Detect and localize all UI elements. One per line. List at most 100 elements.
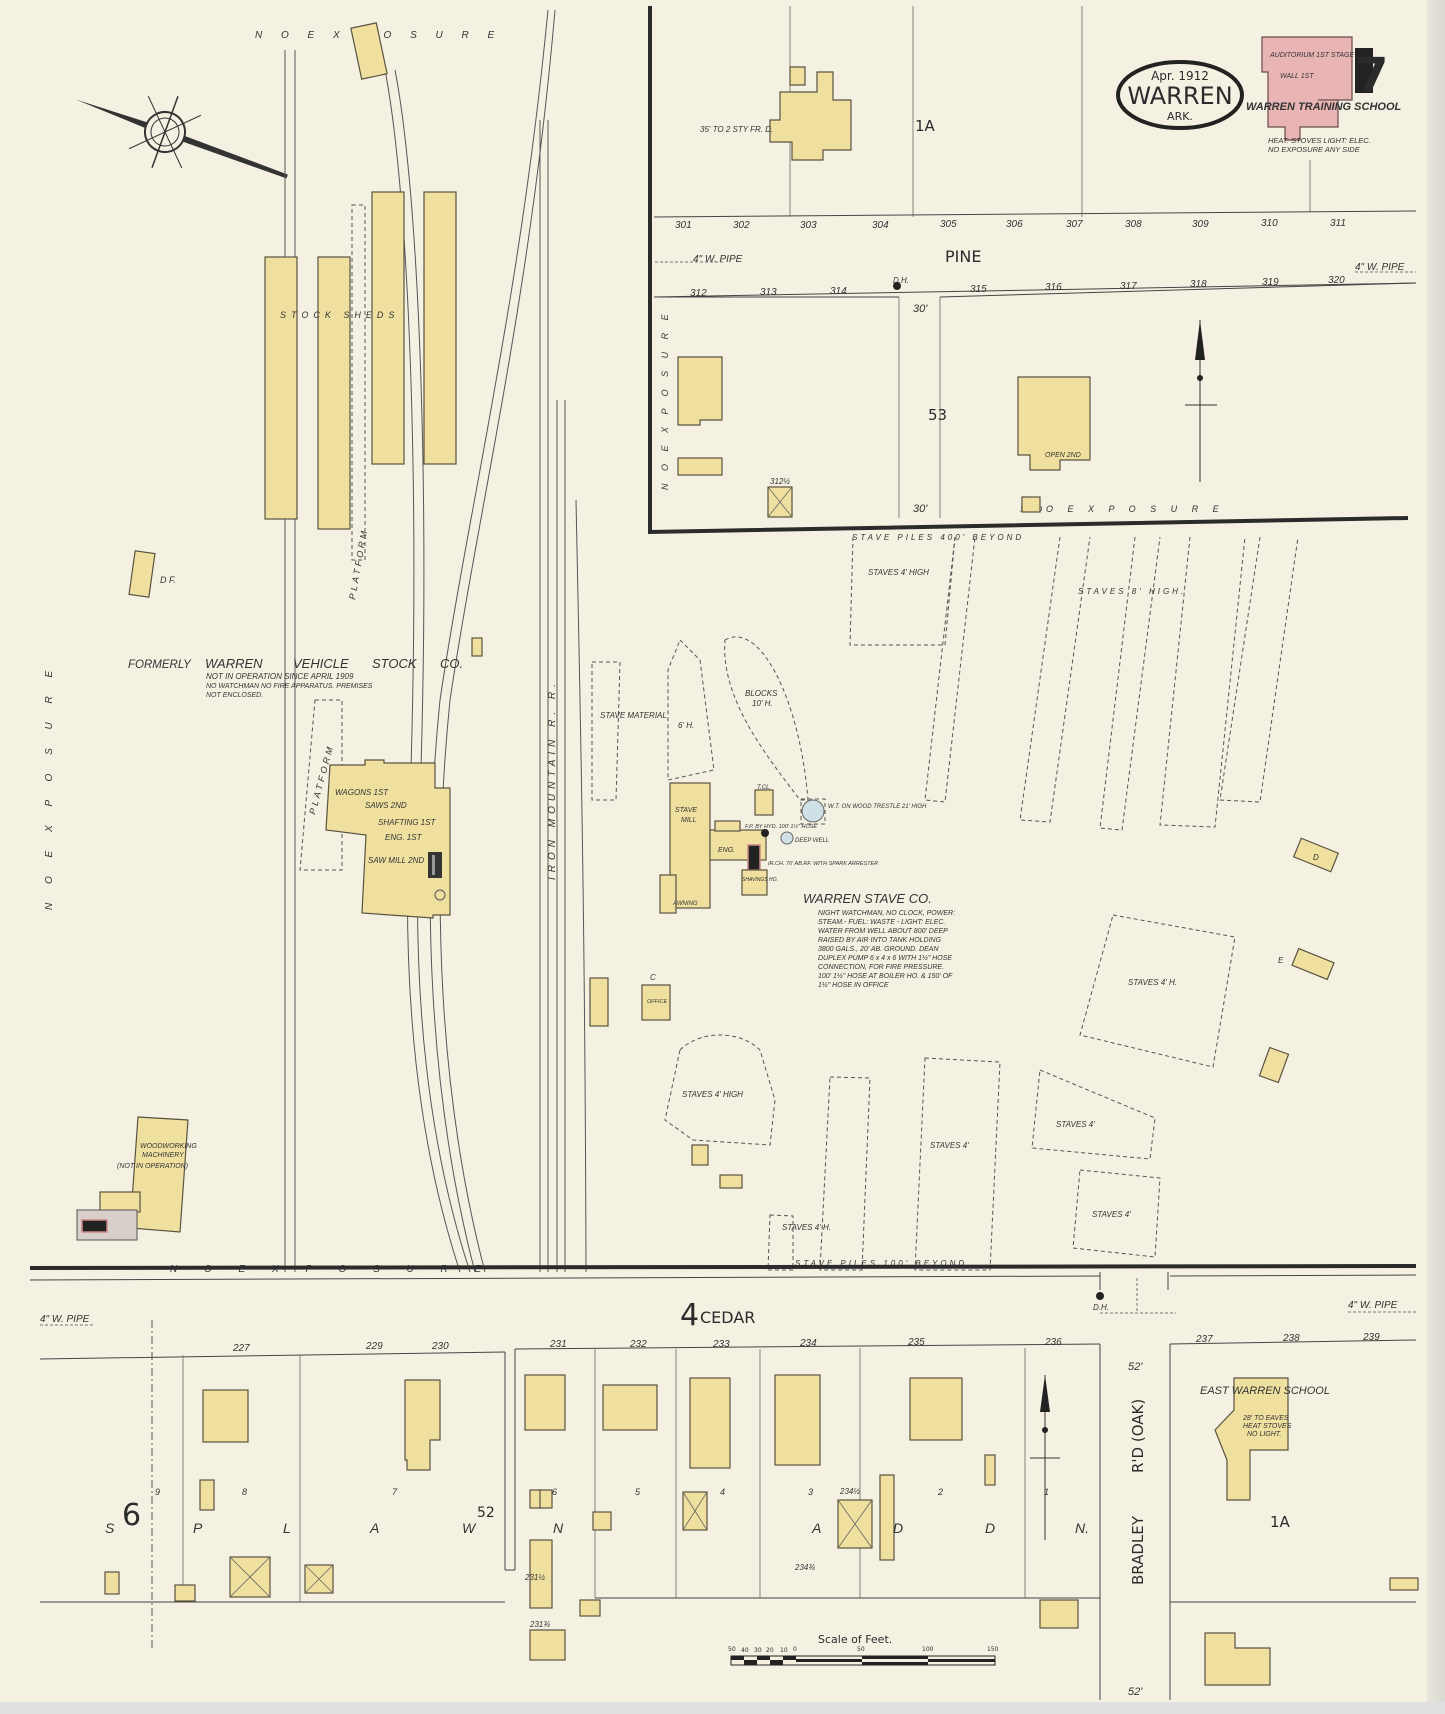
svg-text:N: N bbox=[553, 1520, 564, 1536]
block-52: 227 229 230 231 232 233 234 235 237 236 … bbox=[39, 1320, 1419, 1700]
state-name: ARK. bbox=[1167, 110, 1193, 123]
north-arrow-icon bbox=[1030, 1375, 1060, 1540]
svg-text:5: 5 bbox=[635, 1487, 641, 1497]
svg-text:318: 318 bbox=[1190, 279, 1207, 290]
svg-text:1: 1 bbox=[1044, 1487, 1049, 1497]
svg-text:319: 319 bbox=[1262, 277, 1279, 288]
svg-text:E: E bbox=[1278, 956, 1284, 965]
svg-text:50: 50 bbox=[857, 1646, 865, 1653]
cedar-street: 4" W. PIPE 4" W. PIPE 4 CEDAR D.H. bbox=[29, 1264, 1417, 1333]
svg-text:306: 306 bbox=[1006, 219, 1023, 230]
svg-text:SHAFTING 1ST: SHAFTING 1ST bbox=[378, 818, 436, 827]
svg-text:235: 235 bbox=[907, 1337, 925, 1348]
svg-text:4" W. PIPE: 4" W. PIPE bbox=[693, 254, 743, 265]
svg-text:234: 234 bbox=[799, 1338, 817, 1349]
svg-text:VEHICLE: VEHICLE bbox=[293, 656, 349, 671]
company-name: WARREN STAVE CO. bbox=[803, 891, 932, 906]
svg-text:W.T. ON WOOD TRESTLE 21' HIGH: W.T. ON WOOD TRESTLE 21' HIGH bbox=[828, 804, 927, 810]
svg-text:314: 314 bbox=[830, 286, 847, 297]
svg-text:231½: 231½ bbox=[524, 1573, 545, 1582]
svg-text:STAVE PILES 100' BEYOND: STAVE PILES 100' BEYOND bbox=[795, 1259, 967, 1268]
svg-text:301: 301 bbox=[675, 220, 692, 231]
svg-text:STAVE PILES 400' BEYOND: STAVE PILES 400' BEYOND bbox=[852, 533, 1024, 542]
svg-text:35' TO 2 STY FR. D.: 35' TO 2 STY FR. D. bbox=[700, 125, 773, 134]
block-number-53: 53 bbox=[928, 406, 947, 424]
east-warren-school: EAST WARREN SCHOOL 28' TO EAVES HEAT STO… bbox=[1200, 1385, 1330, 1438]
svg-text:4: 4 bbox=[680, 1298, 699, 1333]
svg-text:N.: N. bbox=[1075, 1520, 1089, 1536]
svg-text:234½: 234½ bbox=[839, 1487, 860, 1496]
svg-text:STAVES 4': STAVES 4' bbox=[1092, 1210, 1131, 1219]
svg-text:CONNECTION, FOR FIRE PRESSURE.: CONNECTION, FOR FIRE PRESSURE. bbox=[818, 964, 944, 971]
svg-text:313: 313 bbox=[760, 287, 777, 298]
svg-text:NO EXPOSURE ANY SIDE: NO EXPOSURE ANY SIDE bbox=[1268, 145, 1361, 154]
svg-text:3: 3 bbox=[808, 1487, 813, 1497]
street-label-cedar: CEDAR bbox=[700, 1308, 755, 1327]
svg-text:STAVE: STAVE bbox=[675, 807, 697, 814]
street-label-bradley-rd: R'D (OAK) bbox=[1129, 1399, 1147, 1473]
city-name: WARREN bbox=[1127, 82, 1232, 110]
svg-text:150: 150 bbox=[987, 1646, 999, 1653]
dwelling bbox=[769, 71, 852, 161]
svg-text:229: 229 bbox=[365, 1341, 383, 1352]
outbuilding bbox=[677, 457, 723, 476]
svg-text:STAVES 4' HIGH: STAVES 4' HIGH bbox=[868, 568, 929, 577]
svg-text:AUDITORIUM 1ST STAGE: AUDITORIUM 1ST STAGE bbox=[1269, 52, 1354, 59]
svg-text:100: 100 bbox=[922, 1646, 934, 1653]
school-name: EAST WARREN SCHOOL bbox=[1200, 1385, 1330, 1397]
svg-text:D: D bbox=[1313, 853, 1319, 862]
svg-text:10: 10 bbox=[780, 1647, 788, 1654]
svg-text:52': 52' bbox=[1128, 1686, 1143, 1698]
svg-text:308: 308 bbox=[1125, 219, 1142, 230]
street-label-bradley: BRADLEY bbox=[1129, 1515, 1147, 1585]
svg-text:HEAT STOVES: HEAT STOVES bbox=[1243, 1423, 1292, 1430]
svg-text:WOODWORKING: WOODWORKING bbox=[140, 1143, 197, 1150]
svg-text:CO.: CO. bbox=[440, 656, 463, 671]
svg-text:MACHINERY: MACHINERY bbox=[142, 1152, 185, 1159]
inset-block-53: 4" W. PIPE 4" W. PIPE PINE D.H. 30' 30' … bbox=[648, 6, 1417, 535]
svg-text:NOT IN OPERATION SINCE APRIL 1: NOT IN OPERATION SINCE APRIL 1909 bbox=[206, 672, 354, 681]
svg-text:302: 302 bbox=[733, 220, 750, 231]
svg-text:6' H.: 6' H. bbox=[678, 721, 694, 730]
svg-text:1A: 1A bbox=[915, 117, 936, 135]
scale-title: Scale of Feet. bbox=[818, 1633, 892, 1646]
svg-text:7: 7 bbox=[392, 1487, 398, 1497]
svg-text:(NOT IN OPERATION): (NOT IN OPERATION) bbox=[117, 1163, 188, 1170]
svg-text:233: 233 bbox=[712, 1339, 730, 1350]
sheet-number-bg bbox=[1355, 48, 1373, 93]
svg-text:239: 239 bbox=[1362, 1332, 1380, 1343]
svg-text:C: C bbox=[650, 973, 656, 982]
svg-text:1A: 1A bbox=[1270, 1513, 1291, 1531]
svg-text:ENG.: ENG. bbox=[718, 847, 735, 854]
svg-text:230: 230 bbox=[431, 1341, 449, 1352]
svg-text:52': 52' bbox=[1128, 1361, 1143, 1373]
warren-training-school: 7 AUDITORIUM 1ST STAGE WALL 1ST WARREN T… bbox=[1246, 36, 1402, 154]
svg-text:20: 20 bbox=[766, 1647, 774, 1654]
svg-text:237: 237 bbox=[1195, 1334, 1213, 1345]
svg-text:317: 317 bbox=[1120, 281, 1137, 292]
svg-text:NO LIGHT.: NO LIGHT. bbox=[1247, 1431, 1281, 1438]
svg-text:MILL: MILL bbox=[681, 817, 697, 824]
hydrant-icon bbox=[893, 282, 901, 290]
svg-text:FORMERLY: FORMERLY bbox=[128, 659, 192, 671]
svg-text:WALL 1ST: WALL 1ST bbox=[1280, 73, 1314, 80]
svg-text:307: 307 bbox=[1066, 219, 1083, 230]
svg-text:320: 320 bbox=[1328, 275, 1345, 286]
sheet-ref-6: 6 bbox=[122, 1498, 141, 1533]
svg-text:1½" HOSE IN OFFICE: 1½" HOSE IN OFFICE bbox=[818, 981, 889, 989]
warren-stave-co: STAVE MATERIAL 6' H. BLOCKS 10' H. STAVE… bbox=[589, 636, 955, 1027]
svg-text:N O E X P O S U R E: N O E X P O S U R E bbox=[44, 663, 55, 910]
stave-piles: STAVE PILES 400' BEYOND STAVES 4' HIGH S… bbox=[664, 533, 1340, 1271]
svg-text:D.H.: D.H. bbox=[1093, 1303, 1109, 1312]
svg-text:30: 30 bbox=[754, 1647, 762, 1654]
svg-text:HEAT: STOVES LIGHT: ELEC.: HEAT: STOVES LIGHT: ELEC. bbox=[1268, 136, 1371, 145]
svg-text:IR.CH. 70' AB.RF. WITH SPARK A: IR.CH. 70' AB.RF. WITH SPARK ARRESTER bbox=[768, 861, 878, 867]
svg-text:DEEP WELL: DEEP WELL bbox=[795, 838, 829, 844]
svg-text:4: 4 bbox=[720, 1487, 725, 1497]
scale-bar: Scale of Feet. 50 40 30 20 10 0 50 100 1… bbox=[728, 1633, 999, 1666]
svg-text:4" W. PIPE: 4" W. PIPE bbox=[1348, 1300, 1398, 1311]
svg-text:STEAM.- FUEL: WASTE - LIGHT: E: STEAM.- FUEL: WASTE - LIGHT: ELEC. bbox=[818, 919, 945, 926]
svg-text:STOCK SHEDS: STOCK SHEDS bbox=[280, 310, 399, 320]
svg-text:PLATFORM: PLATFORM bbox=[347, 527, 369, 600]
